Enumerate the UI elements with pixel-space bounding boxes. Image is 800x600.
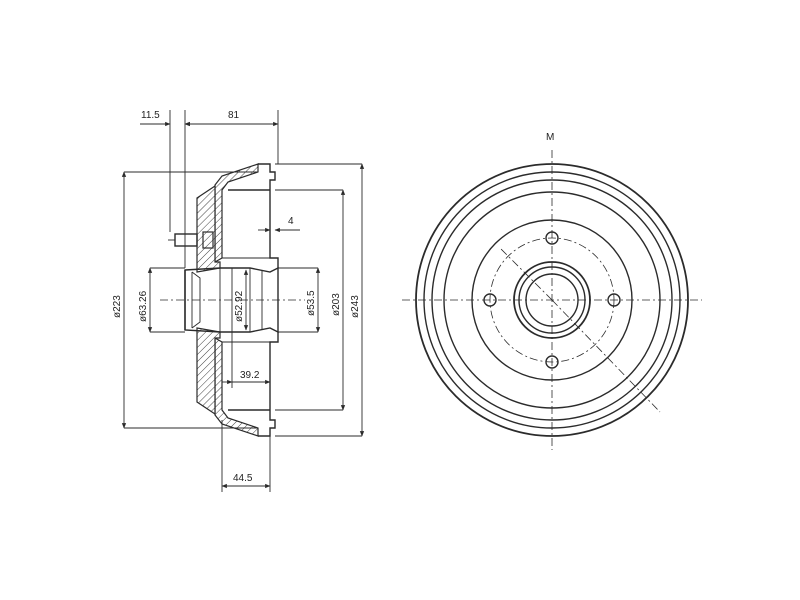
- outer-rim-circle: [415, 163, 689, 437]
- hub-body-top-hatch: [196, 184, 221, 273]
- dim-dia-203: ø203: [331, 293, 342, 316]
- dim-39-2: 39.2: [240, 370, 260, 381]
- wheel-stud: [174, 233, 198, 247]
- drum-outer-profile-bottom: [258, 332, 279, 437]
- diagonal-leader: [551, 299, 661, 413]
- dim-81: 81: [228, 110, 240, 121]
- stud-knurl: [202, 231, 214, 249]
- dim-dia-243: ø243: [350, 295, 361, 318]
- drum-outer-profile-top: [258, 163, 279, 268]
- rim-circle-3: [431, 179, 673, 421]
- dim-dia-53-5: ø53.5: [306, 290, 317, 316]
- dim-dia-223: ø223: [112, 295, 123, 318]
- flange-wall-bottom-hatch: [214, 336, 259, 437]
- side-section-view: 11.5 81 4 ø223 ø63.26 ø52.92 ø53.5 ø203: [112, 110, 365, 492]
- dim-4: 4: [288, 216, 294, 227]
- thread-label: M: [546, 132, 554, 143]
- hub-body-bottom-hatch: [196, 327, 221, 416]
- dim-dia-52-92: ø52.92: [234, 290, 245, 322]
- bolt-hole-bottom: [545, 355, 559, 369]
- flange-wall-top-hatch: [214, 163, 259, 264]
- dim-dia-63-26: ø63.26: [138, 290, 149, 322]
- bolt-hole-right: [607, 293, 621, 307]
- dim-11-5: 11.5: [141, 110, 160, 121]
- front-view: M: [402, 132, 702, 450]
- dim-44-5: 44.5: [233, 473, 253, 484]
